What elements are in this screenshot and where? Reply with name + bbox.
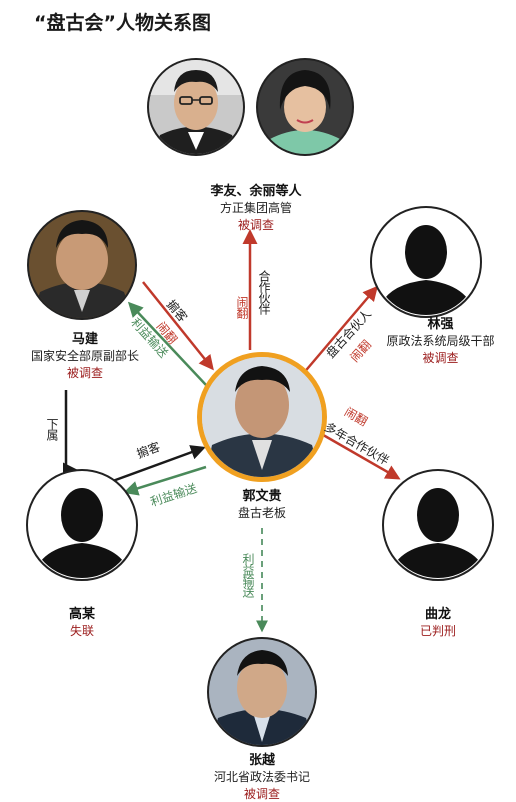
person-role: 盘古老板 — [237, 506, 286, 520]
person-status: 被调查 — [422, 351, 459, 365]
portrait-majian — [27, 210, 137, 320]
person-gaomou: 高某 失联 — [32, 603, 132, 639]
portrait-liyou — [147, 58, 245, 156]
person-status: 被调查 — [243, 787, 280, 801]
person-status: 失联 — [69, 624, 94, 638]
line-qu-guo — [317, 430, 401, 480]
portrait-zhangyue — [207, 637, 317, 747]
rel-liyou-fallout: 闹翻 — [235, 296, 249, 318]
person-liyou: 李友、余丽等人 方正集团高管 被调查 — [176, 180, 336, 233]
line-lin-guo — [301, 285, 378, 376]
rel-zhangyue-benefit: 利益输送 — [241, 553, 255, 597]
silhouette-linqiang — [370, 206, 482, 318]
person-name: 曲龙 — [424, 607, 451, 622]
person-name: 张越 — [248, 753, 275, 768]
person-status: 被调查 — [237, 218, 274, 232]
person-name: 马建 — [71, 332, 98, 347]
portrait-guowengui — [197, 352, 327, 482]
rel-majian-subordinate: 下属 — [45, 418, 59, 440]
page-title: “盘古会”人物关系图 — [34, 12, 211, 34]
person-role: 国家安全部原副部长 — [30, 349, 139, 363]
person-qulong: 曲龙 已判刑 — [388, 603, 488, 639]
person-name: 林强 — [427, 317, 454, 332]
person-role: 方正集团高管 — [219, 201, 292, 215]
person-linqiang: 林强 原政法系统局级干部 被调查 — [368, 313, 513, 366]
line-majian-guo-red — [142, 281, 214, 371]
line-gao-guo-black — [109, 445, 206, 484]
portrait-yuli — [256, 58, 354, 156]
silhouette-qulong — [382, 469, 494, 581]
person-status: 被调查 — [66, 366, 103, 380]
rel-liyou-partner: 合作伙伴 — [257, 270, 271, 314]
person-name: 高某 — [68, 607, 95, 622]
line-gao-guo-green — [123, 465, 207, 496]
line-majian-gao — [63, 390, 78, 478]
line-majian-guo-green — [127, 301, 207, 386]
person-majian: 马建 国家安全部原副部长 被调查 — [5, 328, 165, 381]
person-status: 已判刑 — [419, 624, 456, 638]
person-name: 郭文贵 — [242, 489, 282, 504]
person-guowengui: 郭文贵 盘古老板 — [212, 485, 312, 521]
person-role: 原政法系统局级干部 — [386, 334, 495, 348]
silhouette-gaomou — [26, 469, 138, 581]
person-zhangyue: 张越 河北省政法委书记 被调查 — [182, 749, 342, 802]
person-role: 河北省政法委书记 — [213, 770, 310, 784]
person-name: 李友、余丽等人 — [210, 184, 302, 199]
